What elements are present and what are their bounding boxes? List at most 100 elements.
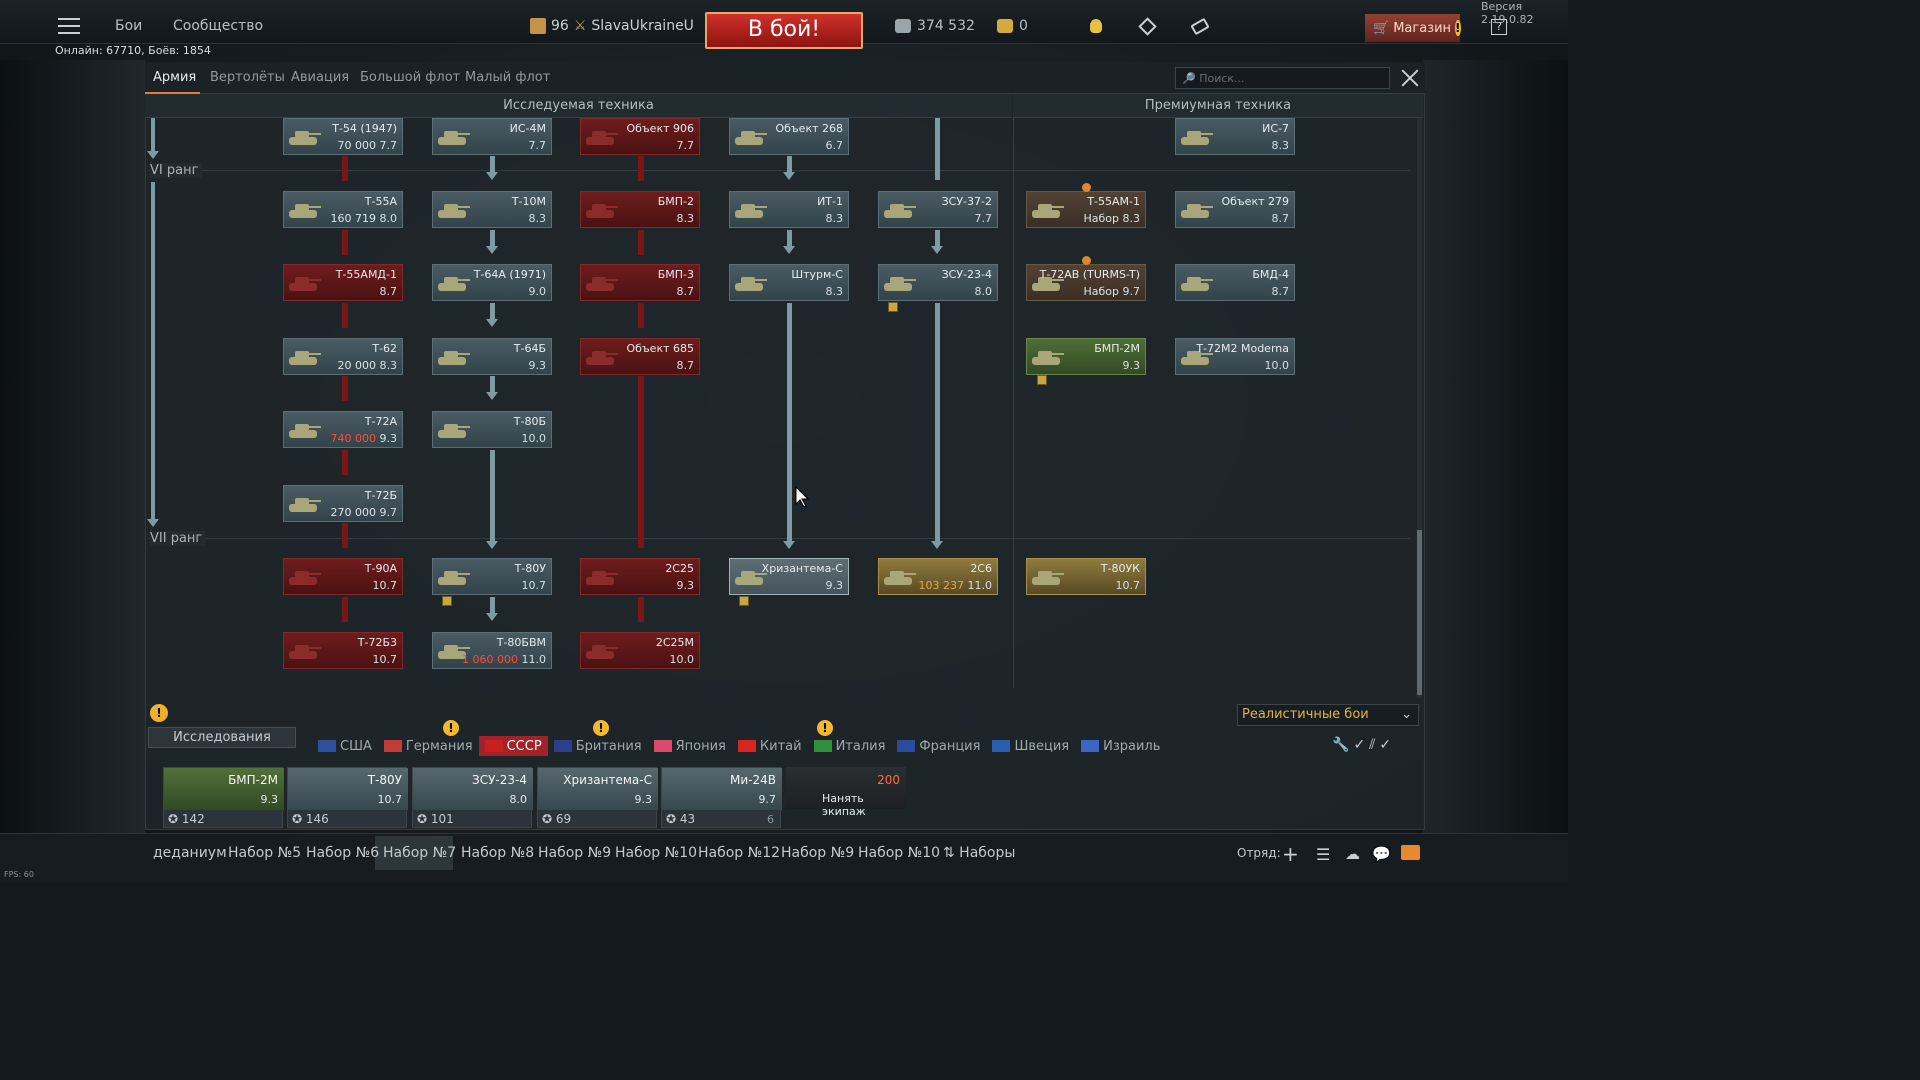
close-icon[interactable] (1400, 68, 1420, 88)
lightbulb-icon[interactable] (1090, 19, 1102, 33)
list-icon[interactable]: ☰ (1316, 845, 1331, 864)
preset-tab[interactable]: Набор №9 (538, 845, 612, 861)
slot-vehicle-name: ЗСУ-23-4 (472, 773, 527, 787)
hire-crew-slot[interactable]: 200 Нанять экипаж (786, 767, 906, 818)
contacts-icon[interactable]: ☁ (1345, 845, 1360, 863)
check-icon[interactable]: ✓ (1379, 737, 1396, 753)
tab-helicopters[interactable]: Вертолёты (210, 70, 285, 85)
scrollbar-thumb[interactable] (1417, 530, 1422, 695)
vehicle-node[interactable]: 2С25М 10.0 (580, 632, 700, 669)
add-squad-icon[interactable]: + (1282, 842, 1299, 866)
preset-tab[interactable]: Набор №7 (383, 845, 457, 861)
preset-tab[interactable]: деданиум (153, 845, 227, 861)
to-battle-button[interactable]: В бой! (705, 12, 863, 49)
tab-coastal-fleet[interactable]: Малый флот (465, 70, 551, 85)
check-icon[interactable]: ✓ (1353, 737, 1370, 753)
tab-aviation[interactable]: Авиация (291, 70, 350, 85)
vehicle-node[interactable]: ИТ-1 8.3 (729, 191, 849, 228)
vehicle-name: Т-80УК (1100, 562, 1140, 575)
vehicle-node[interactable]: Штурм-С 8.3 (729, 264, 849, 301)
nation-tab[interactable]: Швеция (986, 736, 1075, 756)
vehicle-node[interactable]: БМД-4 8.7 (1175, 264, 1295, 301)
vehicle-node[interactable]: 2С25 9.3 (580, 558, 700, 595)
nation-tab[interactable]: Япония (648, 736, 732, 756)
nation-tab[interactable]: СССР (478, 736, 548, 756)
preset-tab[interactable]: Набор №9 (781, 845, 855, 861)
preset-tab[interactable]: Набор №10 (858, 845, 941, 861)
vehicle-node[interactable]: Т-72АВ (TURMS-T)Набор 9.7 (1026, 264, 1146, 301)
vehicle-node[interactable]: ИС-7 8.3 (1175, 118, 1295, 155)
vehicle-node[interactable]: ЗСУ-23-4 8.0 (878, 264, 998, 301)
nation-tab[interactable]: Италия (808, 736, 892, 756)
nation-tab[interactable]: Британия (548, 736, 648, 756)
game-mode-select[interactable]: Реалистичные бои⌄ (1237, 704, 1419, 726)
vehicle-node[interactable]: Т-10М 8.3 (432, 191, 552, 228)
vehicle-node[interactable]: Т-72Б3 10.7 (283, 632, 403, 669)
nav-battles[interactable]: Бои (115, 18, 143, 34)
shop-button[interactable]: 🛒 Магазин ! (1365, 14, 1461, 42)
preset-tab[interactable]: Набор №8 (461, 845, 535, 861)
nation-tab[interactable]: Франция (891, 736, 986, 756)
profile[interactable]: 96 ⚔ SlavaUkraineU (530, 18, 694, 34)
nation-tab[interactable]: США (312, 736, 378, 756)
vehicle-node[interactable]: Объект 268 6.7 (729, 118, 849, 155)
vehicle-node[interactable]: Т-80УК 10.7 (1026, 558, 1146, 595)
vehicle-node[interactable]: Т-90А 10.7 (283, 558, 403, 595)
mail-icon[interactable] (1401, 845, 1420, 860)
vehicle-node[interactable]: ЗСУ-37-2 7.7 (878, 191, 998, 228)
gold-balance[interactable]: 0 (997, 18, 1028, 34)
research-toggle[interactable]: Исследования (148, 727, 296, 748)
nation-tab[interactable]: Германия (378, 736, 479, 756)
vehicle-node[interactable]: Т-80У 10.7 (432, 558, 552, 595)
vehicle-node[interactable]: Объект 685 8.7 (580, 338, 700, 375)
nation-tab[interactable]: Израиль (1075, 736, 1166, 756)
preset-tab[interactable]: Набор №6 (306, 845, 380, 861)
nav-community[interactable]: Сообщество (173, 18, 264, 34)
vehicle-node[interactable]: БМП-2М 9.3 (1026, 338, 1146, 375)
vehicle-node[interactable]: Хризантема-С 9.3 (729, 558, 849, 595)
warning-icon[interactable]: ! (150, 704, 168, 722)
nation-tab[interactable]: Китай (732, 736, 808, 756)
repair-tools[interactable]: 🔧✓⫽✓ (1332, 737, 1395, 753)
vehicle-node[interactable]: Т-80Б 10.0 (432, 411, 552, 448)
vehicle-node[interactable]: БМП-3 8.7 (580, 264, 700, 301)
silver-balance[interactable]: 374 532 (895, 18, 975, 34)
tab-army[interactable]: Армия (153, 70, 197, 85)
crew-icon (1037, 375, 1047, 385)
menu-icon[interactable] (58, 18, 80, 34)
vehicle-node[interactable]: Т-55АМД-1 8.7 (283, 264, 403, 301)
ammo-icon[interactable]: ⫽ (1369, 737, 1380, 753)
wrench-icon[interactable]: 🔧 (1332, 737, 1354, 753)
preset-tab[interactable]: Набор №10 (615, 845, 698, 861)
vehicle-node[interactable]: Объект 906 7.7 (580, 118, 700, 155)
chat-icon[interactable]: 💬 (1372, 845, 1391, 863)
vehicle-node[interactable]: Т-64А (1971) 9.0 (432, 264, 552, 301)
vehicle-node[interactable]: Т-64Б 9.3 (432, 338, 552, 375)
vehicle-node[interactable]: Объект 279 8.7 (1175, 191, 1295, 228)
vehicle-node[interactable]: Т-72M2 Moderna 10.0 (1175, 338, 1295, 375)
vehicle-node[interactable]: Т-54 (1947)70 000 7.7 (283, 118, 403, 155)
preset-tab[interactable]: ⇅ Наборы (943, 845, 1016, 861)
vehicle-node[interactable]: БМП-2 8.3 (580, 191, 700, 228)
vehicle-name: Т-90А (364, 562, 397, 575)
preset-tab[interactable]: Набор №5 (228, 845, 302, 861)
shop-label: Магазин (1393, 20, 1452, 36)
tree-scrollbar[interactable] (1417, 118, 1422, 698)
search-input[interactable]: 🔎 Поиск... (1175, 67, 1390, 89)
tab-bluewater-fleet[interactable]: Большой флот (360, 70, 461, 85)
help-icon[interactable]: ? (1491, 19, 1507, 35)
vehicle-node[interactable]: ИС-4М 7.7 (432, 118, 552, 155)
preset-tab[interactable]: Набор №12 (698, 845, 781, 861)
